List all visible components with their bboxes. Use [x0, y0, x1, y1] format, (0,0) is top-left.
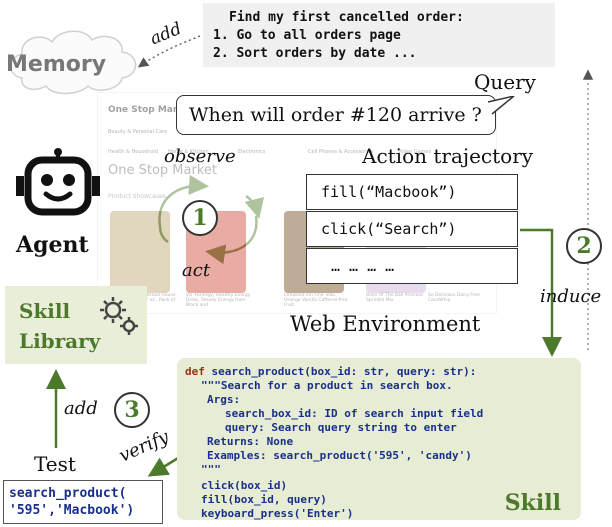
code-docstring: search_box_id: ID of search input field: [225, 407, 484, 420]
gears-icon: [100, 297, 138, 335]
skill-code-box: def search_product(box_id: str, query: s…: [177, 358, 581, 520]
query-bubble-tail: [488, 96, 515, 115]
product-caption: Belle Of The Ball Princess Sprinkle Mix: [366, 293, 424, 303]
agent-label: Agent: [16, 232, 89, 258]
store-title: One Stop Market: [108, 163, 217, 178]
step-3-badge: 3: [114, 392, 150, 428]
test-code: search_product( '595','Macbook'): [3, 480, 163, 524]
trajectory-label: Action trajectory: [362, 144, 534, 168]
code-call: click(box_id): [201, 479, 288, 492]
memory-note-line: 2. Sort orders by date ...: [213, 46, 417, 61]
memory-label: Memory: [6, 52, 107, 77]
product-caption: V8 +Energy, Healthy Energy Drink, Steady…: [186, 293, 251, 308]
observe-label: observe: [164, 146, 236, 167]
action-step: … … … …: [306, 248, 518, 284]
code-call: keyboard_press('Enter'): [201, 507, 354, 520]
induce-label: induce: [540, 286, 602, 307]
robot-icon: [16, 148, 100, 216]
code-docstring: """: [201, 463, 221, 476]
memory-note-line: Find my first cancelled order:: [229, 10, 464, 25]
skill-library-label: Skill Library: [19, 299, 101, 353]
code-docstring: Examples: search_product('595', 'candy'): [207, 449, 472, 462]
web-environment-label: Web Environment: [290, 312, 481, 336]
query-label: Query: [474, 70, 536, 94]
skill-library: Skill Library: [5, 286, 147, 364]
skill-title: Skill: [504, 490, 561, 516]
nav-item: Cell Phones & Accessories: [308, 149, 374, 155]
nav-item: Health & Household: [108, 149, 158, 155]
memory-note: Find my first cancelled order: 1. Go to …: [203, 3, 555, 67]
site-name: One Stop Market: [108, 105, 194, 115]
action-step: fill(“Macbook”): [306, 174, 518, 210]
product-caption: So Delicious Dairy Free CocoWhip: [428, 293, 480, 303]
memory-cloud: [10, 30, 137, 95]
code-call: fill(box_id, query): [201, 493, 327, 506]
nav-item: Electronics: [238, 149, 266, 155]
code-signature: def search_product(box_id: str, query: s…: [185, 365, 477, 378]
nav-item: Home & Kitchen: [168, 149, 209, 155]
test-label: Test: [34, 452, 76, 476]
sub-title: Product Showcases: [108, 193, 166, 200]
code-docstring: """Search for a product in search box.: [201, 379, 453, 392]
action-step: click(“Search”): [306, 211, 518, 247]
memory-note-line: 1. Go to all orders page: [213, 28, 401, 43]
product-caption: Elmwood Inn Fine Teas, Orange Vanilla Ca…: [284, 293, 348, 308]
code-docstring: Args:: [207, 393, 241, 406]
query-bubble: When will order #120 arrive ?: [176, 95, 496, 135]
act-label: act: [182, 260, 211, 281]
step-2-badge: 2: [566, 228, 602, 264]
induce-arrow: [520, 228, 562, 357]
memory-add-arrow: [137, 35, 201, 68]
code-docstring: query: Search query string to enter: [225, 421, 457, 434]
nav-item: Video Games: [398, 149, 432, 155]
nav-item: Beauty & Personal Care: [108, 129, 168, 135]
library-add-label: add: [64, 398, 98, 419]
code-docstring: Returns: None: [207, 435, 294, 448]
step-1-badge: 1: [182, 200, 218, 236]
product-image: [110, 211, 170, 293]
